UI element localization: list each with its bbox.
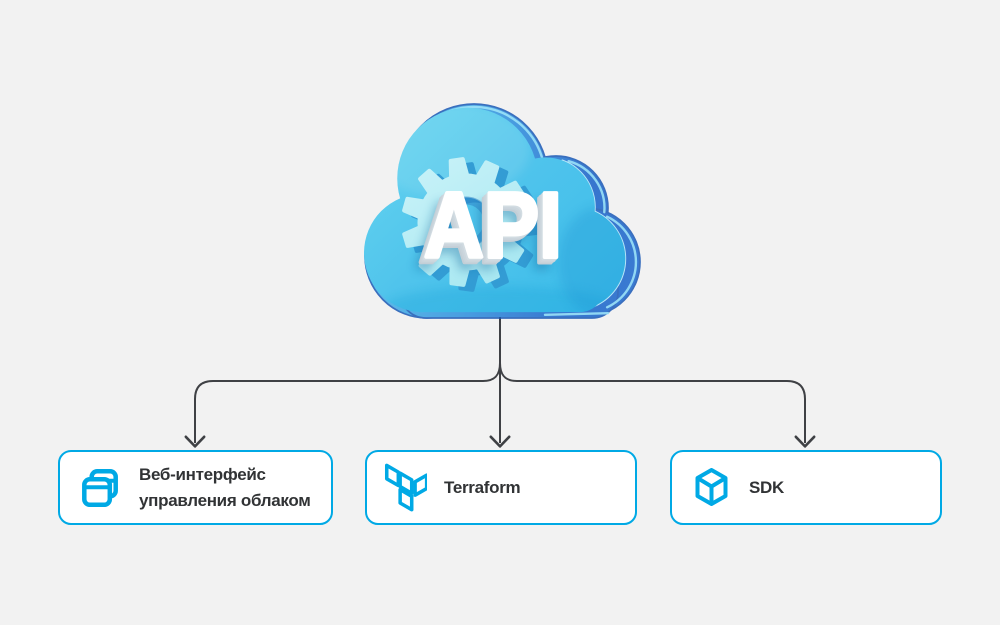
svg-text:API: API	[415, 184, 553, 288]
svg-text:API: API	[423, 174, 561, 278]
svg-text:API: API	[420, 177, 558, 281]
svg-text:API: API	[424, 173, 562, 277]
svg-text:API: API	[418, 179, 556, 283]
svg-text:API: API	[421, 176, 559, 280]
